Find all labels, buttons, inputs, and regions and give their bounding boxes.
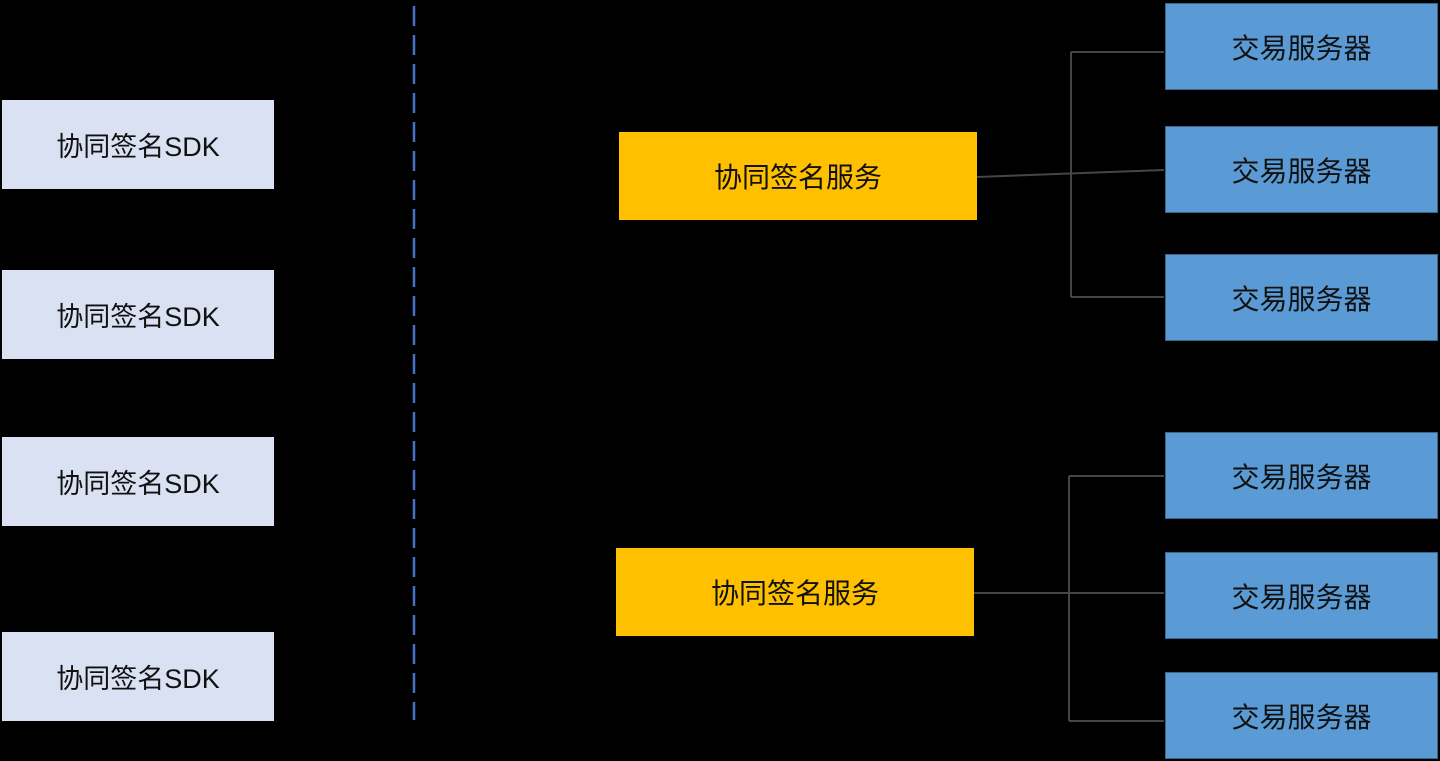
sdk-node-1: 协同签名SDK xyxy=(2,100,274,189)
sdk-node-2: 协同签名SDK xyxy=(2,270,274,359)
service-node-2: 协同签名服务 xyxy=(616,548,974,636)
sdk-node-3: 协同签名SDK xyxy=(2,437,274,526)
server-node-5: 交易服务器 xyxy=(1165,552,1438,639)
service-node-1: 协同签名服务 xyxy=(619,132,977,220)
sdk-node-4: 协同签名SDK xyxy=(2,632,274,721)
server-node-4: 交易服务器 xyxy=(1165,432,1438,519)
server-node-6: 交易服务器 xyxy=(1165,672,1438,759)
server-node-3: 交易服务器 xyxy=(1165,254,1438,341)
server-node-2: 交易服务器 xyxy=(1165,126,1438,213)
server-node-1: 交易服务器 xyxy=(1165,3,1438,90)
connector-top-service-link xyxy=(976,169,1165,178)
